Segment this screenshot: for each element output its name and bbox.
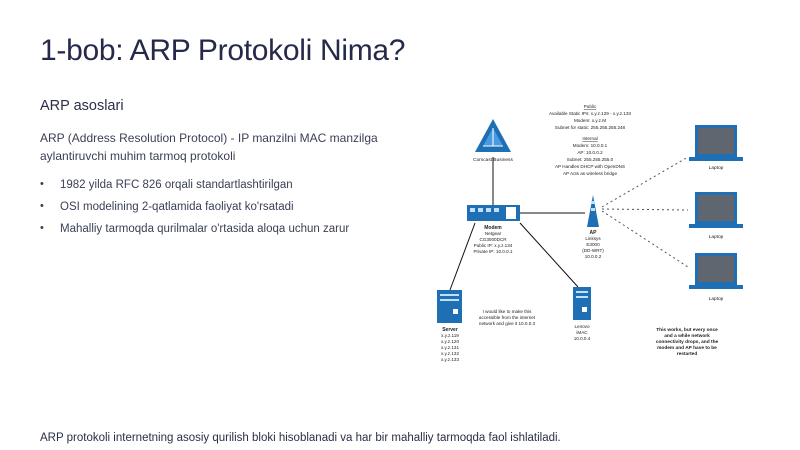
svg-text:modem and AP have to be: modem and AP have to be <box>657 345 717 351</box>
isp-label: Comcast Business <box>473 157 513 163</box>
svg-text:x.y.z.120: x.y.z.120 <box>441 339 459 344</box>
server-icon <box>437 290 462 323</box>
bullet-dot-icon: • <box>40 200 44 212</box>
bullet-text: OSI modelining 2-qatlamida faoliyat ko'r… <box>60 201 294 213</box>
svg-text:E3000: E3000 <box>586 242 600 247</box>
bullet-item: • 1982 yilda RFC 826 orqali standartlasht… <box>40 178 349 200</box>
svg-text:AP: AP <box>590 230 598 236</box>
svg-text:x.y.z.132: x.y.z.132 <box>441 351 459 356</box>
ap-label: AP Linksys E3000 (DD-WRT) 10.0.0.2 <box>582 230 604 259</box>
svg-text:Modem: Modem <box>484 225 502 231</box>
modem-server-link <box>449 222 476 291</box>
bullet-text: 1982 yilda RFC 826 orqali standartlashti… <box>60 179 293 191</box>
svg-text:and a while network: and a while network <box>664 333 710 339</box>
bullet-item: • Mahalliy tarmoqda qurilmalar o'rtasida … <box>40 222 349 244</box>
network-diagram: Public Available Static IPs: x.y.z.129 -… <box>437 104 743 362</box>
bullet-text: Mahalliy tarmoqda qurilmalar o'rtasida a… <box>60 223 350 235</box>
imac-label: Lenovo iMAC 10.0.0.4 <box>574 324 591 341</box>
imac-icon <box>573 287 591 320</box>
svg-text:AP Handles DHCP with OpenDNS: AP Handles DHCP with OpenDNS <box>555 164 625 169</box>
svg-text:AP Acts as wireless bridge: AP Acts as wireless bridge <box>563 171 617 176</box>
slide-description: ARP (Address Resolution Protocol) - IP m… <box>40 131 378 163</box>
svg-text:Modem: x.y.z.M: Modem: x.y.z.M <box>574 118 606 123</box>
svg-text:I would like to make this: I would like to make this <box>483 309 532 314</box>
issue-note: This works, but every once and a while n… <box>656 327 719 357</box>
internal-info: Internal Modem: 10.0.0.1 AP: 10.0.0.2 Su… <box>555 136 625 176</box>
svg-text:x.y.z.119: x.y.z.119 <box>441 333 459 338</box>
modem-imac-link <box>519 222 579 288</box>
modem-label: Modem Netgear CG3000DCR Public IP: x.y.z… <box>473 225 513 254</box>
modem-icon <box>467 205 520 221</box>
server-label: Server x.y.z.119 x.y.z.120 x.y.z.131 x.y… <box>441 327 459 362</box>
svg-text:restarted: restarted <box>677 351 698 357</box>
slide-subtitle: ARP asoslari <box>40 98 124 114</box>
svg-text:connectivity drops, and the: connectivity drops, and the <box>656 339 719 345</box>
laptop-label: Laptop <box>709 165 724 171</box>
svg-text:(DD-WRT): (DD-WRT) <box>582 248 604 253</box>
svg-text:Available Static IPs: x.y.z.12: Available Static IPs: x.y.z.129 - x.y.z.… <box>549 111 631 116</box>
public-info: Public Available Static IPs: x.y.z.129 -… <box>549 104 631 130</box>
bullet-list: • 1982 yilda RFC 826 orqali standartlasht… <box>40 178 349 244</box>
slide-title: 1-bob: ARP Protokoli Nima? <box>40 34 406 67</box>
server-note: I would like to make this accessible fro… <box>479 309 536 326</box>
svg-text:Modem: 10.0.0.1: Modem: 10.0.0.1 <box>573 143 608 148</box>
svg-text:Public: Public <box>584 104 597 109</box>
wifi-link-1 <box>601 156 689 208</box>
svg-text:10.0.0.2: 10.0.0.2 <box>585 254 602 259</box>
svg-text:AP: 10.0.0.2: AP: 10.0.0.2 <box>577 150 603 155</box>
svg-text:Public IP: x.y.z.134: Public IP: x.y.z.134 <box>474 243 513 248</box>
svg-text:Internal: Internal <box>582 136 597 141</box>
svg-text:Server: Server <box>442 327 458 333</box>
wifi-link-2 <box>601 208 689 211</box>
slide-footer: ARP protokoli internetning asosiy qurili… <box>40 432 561 444</box>
svg-text:This works, but every once: This works, but every once <box>656 327 718 333</box>
isp-cloud-icon <box>475 119 511 152</box>
svg-text:network and give it 10.0.0.3: network and give it 10.0.0.3 <box>479 321 536 326</box>
svg-text:10.0.0.4: 10.0.0.4 <box>574 336 591 341</box>
svg-text:x.y.z.131: x.y.z.131 <box>441 345 459 350</box>
laptop-label: Laptop <box>709 296 724 302</box>
svg-text:CG3000DCR: CG3000DCR <box>479 237 507 242</box>
svg-text:Subnet: 255.255.255.0: Subnet: 255.255.255.0 <box>567 157 614 162</box>
svg-text:iMAC: iMAC <box>576 330 588 335</box>
svg-text:Linksys: Linksys <box>585 236 601 241</box>
svg-text:x.y.z.133: x.y.z.133 <box>441 357 459 362</box>
laptop-label: Laptop <box>709 234 724 240</box>
svg-text:Subnet for static: 255.255.255: Subnet for static: 255.255.255.248 <box>555 125 626 130</box>
laptop-icon <box>689 125 743 161</box>
laptop-icon <box>689 192 743 228</box>
svg-text:Lenovo: Lenovo <box>574 324 590 329</box>
bullet-item: • OSI modelining 2-qatlamida faoliyat ko'… <box>40 200 349 222</box>
wifi-link-3 <box>601 210 689 268</box>
svg-text:accessible from the internet: accessible from the internet <box>479 315 536 320</box>
svg-text:Private IP: 10.0.0.1: Private IP: 10.0.0.1 <box>473 249 513 254</box>
laptop-icon <box>689 253 743 289</box>
svg-text:Netgear: Netgear <box>485 231 502 236</box>
bullet-dot-icon: • <box>40 178 44 190</box>
access-point-icon <box>587 195 599 227</box>
bullet-dot-icon: • <box>40 222 44 234</box>
